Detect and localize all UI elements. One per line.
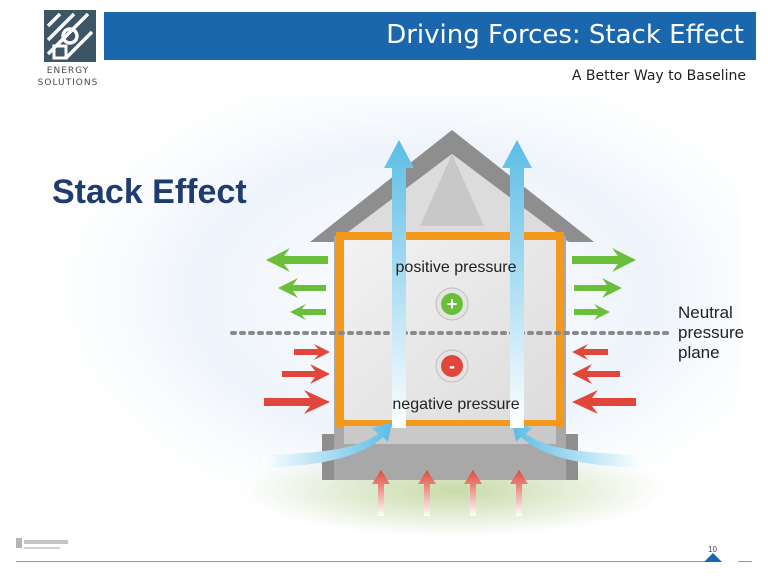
company-logo: ENERGY SOLUTIONS — [28, 10, 108, 92]
slide-subtitle: A Better Way to Baseline — [571, 68, 746, 84]
positive-pressure-label: positive pressure — [396, 259, 517, 276]
negative-pressure-label: negative pressure — [392, 396, 519, 413]
minus-symbol: - — [449, 356, 455, 376]
minus-icon — [441, 355, 463, 377]
air-updraft-arrows — [384, 140, 532, 428]
page-marker-icon — [704, 553, 722, 562]
diagram-heading: Stack Effect — [52, 173, 247, 211]
slide-title: Driving Forces: Stack Effect — [386, 20, 744, 50]
stack-effect-diagram: Stack Effect — [40, 96, 744, 536]
page-number: 10 — [708, 545, 717, 554]
partner-logo-icon — [16, 538, 68, 549]
neutral-plane-label-2: pressure — [678, 323, 744, 342]
footer-dash — [738, 561, 752, 562]
logo-text-line2: SOLUTIONS — [37, 78, 99, 88]
air-inflow-arrows — [262, 422, 642, 468]
ground-inflow-arrows — [372, 470, 528, 516]
outflow-arrows-right — [572, 248, 636, 320]
inflow-arrows-right — [572, 344, 636, 414]
warm-frame — [336, 232, 564, 428]
plus-icon — [441, 293, 463, 315]
crawlspace — [344, 426, 556, 444]
title-bar: Driving Forces: Stack Effect — [104, 12, 756, 60]
logo-mark-icon — [44, 10, 96, 62]
outflow-arrows-left — [266, 248, 328, 320]
neutral-plane-label-1: Neutral — [678, 303, 733, 322]
logo-text-line1: ENERGY — [46, 66, 90, 76]
neutral-plane-label-3: plane — [678, 343, 720, 362]
inflow-arrows-left — [264, 344, 330, 414]
plus-symbol: + — [447, 294, 458, 314]
footer-divider — [16, 561, 706, 562]
